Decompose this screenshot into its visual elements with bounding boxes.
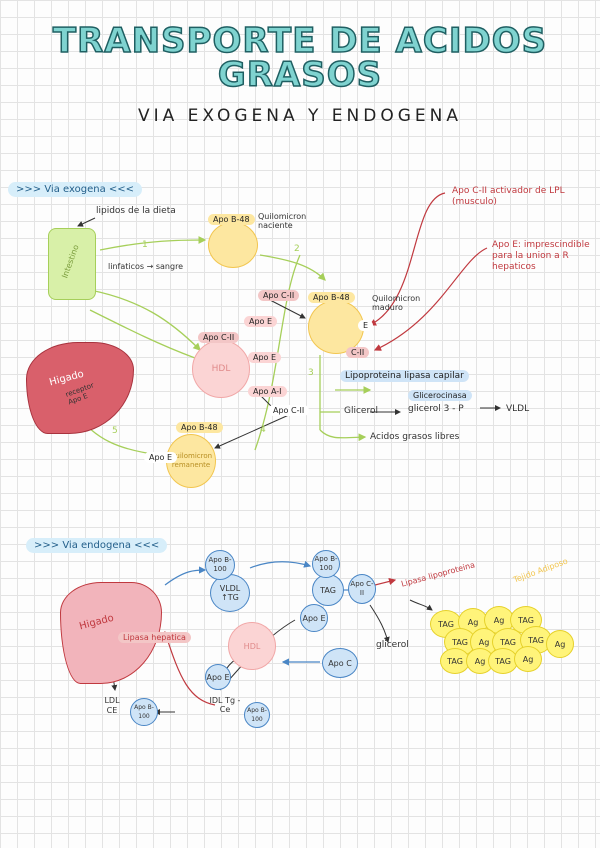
fat-cell: Ag <box>466 648 494 674</box>
ldl-label: LDL CE <box>104 696 120 715</box>
page-title: TRANSPORTE DE ACIDOS GRASOS <box>52 21 548 95</box>
idl-tag-particle: TAG <box>312 574 344 606</box>
vldl-apo: Apo B-100 <box>205 550 235 580</box>
linfaticos-label: linfaticos → sangre <box>108 262 184 271</box>
quilomicron-maduro <box>308 300 364 354</box>
quilomicron-remanente: Quilomicron remanente <box>166 434 216 488</box>
quilo-naciente-apo: Apo B-48 <box>208 214 255 225</box>
note-apo-e: Apo E: imprescindible para la union a R … <box>492 240 590 272</box>
note-apo-c2: Apo C-II activador de LPL (musculo) <box>452 186 565 207</box>
lipasa-hepatica: Lipasa hepatica <box>118 632 191 643</box>
fat-cell: TAG <box>440 648 470 674</box>
lipoproteina-label: Lipoproteina lipasa capilar <box>340 370 469 382</box>
endogena-tag: >>> Via endogena <<< <box>26 538 168 553</box>
quilomicron-naciente <box>208 222 258 268</box>
transfer-apo-c2: Apo C-II <box>258 290 300 301</box>
step-5: 5 <box>112 426 118 436</box>
return-apo-c2: Apo C-II <box>268 405 310 416</box>
step-3: 3 <box>308 368 314 378</box>
liver-exogena: Higado <box>26 342 134 434</box>
glicerocinasa-label: Glicerocinasa <box>408 390 472 401</box>
hdl-apo-e-endogena: Apo E <box>205 664 231 690</box>
step-2: 2 <box>294 244 300 254</box>
step-1: 1 <box>142 240 148 250</box>
page-subtitle: VIA EXOGENA Y ENDOGENA <box>138 106 462 126</box>
glicerol-label: Glicerol <box>344 406 378 416</box>
apo-c2-endogena: Apo C-II <box>348 574 376 604</box>
hdl-endogena: HDL <box>228 622 276 670</box>
idl-apo-endogena: Apo B-100 <box>244 702 270 728</box>
adipose-cluster: TAG Ag Ag TAG TAG Ag TAG TAG Ag TAG Ag T… <box>430 604 580 674</box>
lipidos-label: lipidos de la dieta <box>96 206 176 216</box>
quilo-apo-c2: C-II <box>346 347 370 358</box>
hdl-particle: HDL <box>192 340 250 398</box>
transfer-apo-e: Apo E <box>244 316 278 327</box>
remanente-apo-e: Apo E <box>144 452 178 463</box>
fat-cell: Ag <box>546 630 574 658</box>
fat-cell: TAG <box>488 648 518 674</box>
idl-apo-e: Apo E <box>300 604 328 632</box>
quilo-maduro-label: Quilomicron maduro <box>372 294 421 312</box>
hdl-apo-a1: Apo A-I <box>248 386 287 397</box>
glicerol-endogena: glicerol <box>376 640 409 650</box>
vldl-particle: VLDL ↑TG <box>210 574 250 612</box>
exogena-tag: >>> Via exogena <<< <box>8 182 143 197</box>
idl-label: IDL Tg - Ce <box>209 696 241 714</box>
hdl-apo-c2: Apo C-II <box>198 332 240 343</box>
apo-c-endogena: Apo C <box>322 648 358 678</box>
ldl-apo: Apo B-100 <box>130 698 158 726</box>
vldl-label: VLDL <box>506 404 530 414</box>
acidos-libres-label: Acidos grasos libres <box>370 432 460 442</box>
intestine: Intestino <box>48 228 96 300</box>
quilo-naciente-label: Quilomicron naciente <box>258 212 307 230</box>
idl-apo-b: Apo B-100 <box>312 550 340 578</box>
step-4: 4 <box>260 425 266 435</box>
glicerol3p-label: glicerol 3 - P <box>408 404 464 414</box>
quilo-maduro-apo: Apo B-48 <box>308 292 355 303</box>
quilo-apo-e: E <box>358 320 374 331</box>
hdl-apo-e: Apo E <box>248 352 282 363</box>
remanente-apo: Apo B-48 <box>176 422 223 433</box>
fat-cell: Ag <box>514 646 542 672</box>
